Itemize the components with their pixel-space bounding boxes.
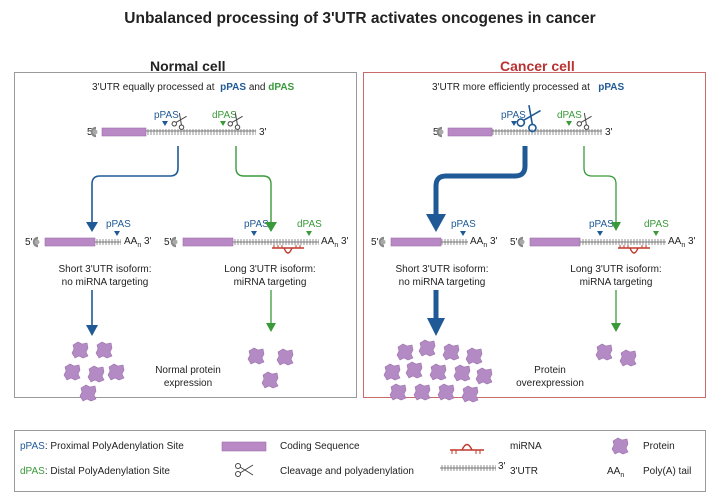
pas-marker-icon [220,121,226,126]
normal-top-ppas-label: pPAS [154,110,179,121]
cancer-subtitle: 3'UTR more efficiently processed at pPAS [432,82,625,93]
legend-ppas: pPAS: Proximal PolyAdenylation Site [20,441,184,452]
cancer-long-isoform-caption: Long 3'UTR isoform:miRNA targeting [570,264,662,288]
cancer-top-dpas-label: dPAS [557,110,582,121]
cancer-dpas-arrow [583,146,617,226]
cancer-long-ppas-label: pPAS [589,219,614,230]
cancer-short-isoform-caption: Short 3'UTR isoform:no miRNA targeting [395,264,489,288]
pas-marker-icon [162,121,168,126]
normal-dpas-arrow [235,146,272,226]
normal-short-construct [32,231,121,248]
normal-short-ppas-label: pPAS [106,219,131,230]
scissors-icon [575,111,595,131]
legend-cleavage-label: Cleavage and polyadenylation [280,466,414,477]
cancer-short-construct [378,231,468,248]
normal-short-5prime: 5' [25,237,33,248]
legend-mirna-label: miRNA [510,441,542,452]
normal-subtitle: 3'UTR equally processed at pPAS and dPAS [92,82,295,93]
normal-long-ppas-label: pPAS [244,219,269,230]
normal-long-5prime: 5' [164,237,172,248]
legend-scissors-icon [235,463,254,477]
normal-top-3prime: 3' [259,127,267,138]
cancer-long-construct [517,231,666,254]
scissors-icon [170,111,190,131]
legend [14,430,706,492]
cancer-short-ppas-label: pPAS [451,219,476,230]
cancer-short-polya: AAn 3' [470,236,498,249]
cancer-top-3prime: 3' [605,127,613,138]
normal-protein-cluster [63,341,125,402]
cancer-cell-panel [363,72,706,398]
scissors-icon [226,111,246,131]
cancer-protein-cluster [383,339,493,403]
cancer-cell-heading: Cancer cell [500,58,575,74]
normal-long-dpas-label: dPAS [297,219,322,230]
cancer-long-protein-cluster [595,343,637,367]
legend-utr-3prime: 3' [498,461,506,472]
normal-top-construct [90,111,256,138]
cancer-short-5prime: 5' [371,237,379,248]
normal-cell-panel [14,72,357,398]
cancer-long-5prime: 5' [510,237,518,248]
cancer-top-construct [436,105,602,138]
normal-top-dpas-label: dPAS [212,110,237,121]
legend-utr-icon [440,465,496,471]
normal-long-isoform-caption: Long 3'UTR isoform:miRNA targeting [224,264,316,288]
normal-cell-heading: Normal cell [150,58,226,74]
normal-short-isoform-caption: Short 3'UTR isoform:no miRNA targeting [58,264,152,288]
cancer-ppas-arrow [433,146,528,218]
figure-title: Unbalanced processing of 3'UTR activates… [124,10,596,27]
normal-ppas-arrow [91,146,179,226]
scissors-icon [516,105,541,133]
normal-short-polya: AAn 3' [124,236,152,249]
legend-protein-label: Protein [643,441,675,452]
legend-coding-label: Coding Sequence [280,441,360,452]
legend-polya-label: Poly(A) tail [643,466,692,477]
cancer-long-polya: AAn 3' [668,236,696,249]
normal-long-construct [170,231,319,254]
normal-long-protein-cluster [247,347,294,389]
mirna-icon [272,245,304,254]
cancer-long-dpas-label: dPAS [644,219,669,230]
legend-protein-icon [611,437,629,455]
legend-utr-label: 3'UTR [510,466,539,477]
normal-top-5prime: 5' [87,127,95,138]
cancer-top-ppas-label: pPAS [501,110,526,121]
legend-polya-symbol: AAn [607,466,625,479]
normal-long-polya: AAn 3' [321,236,349,249]
legend-mirna-icon [450,443,484,454]
mirna-icon [618,245,650,254]
legend-dpas: dPAS: Distal PolyAdenylation Site [20,466,170,477]
legend-coding-icon [221,441,267,452]
cancer-top-5prime: 5' [433,127,441,138]
